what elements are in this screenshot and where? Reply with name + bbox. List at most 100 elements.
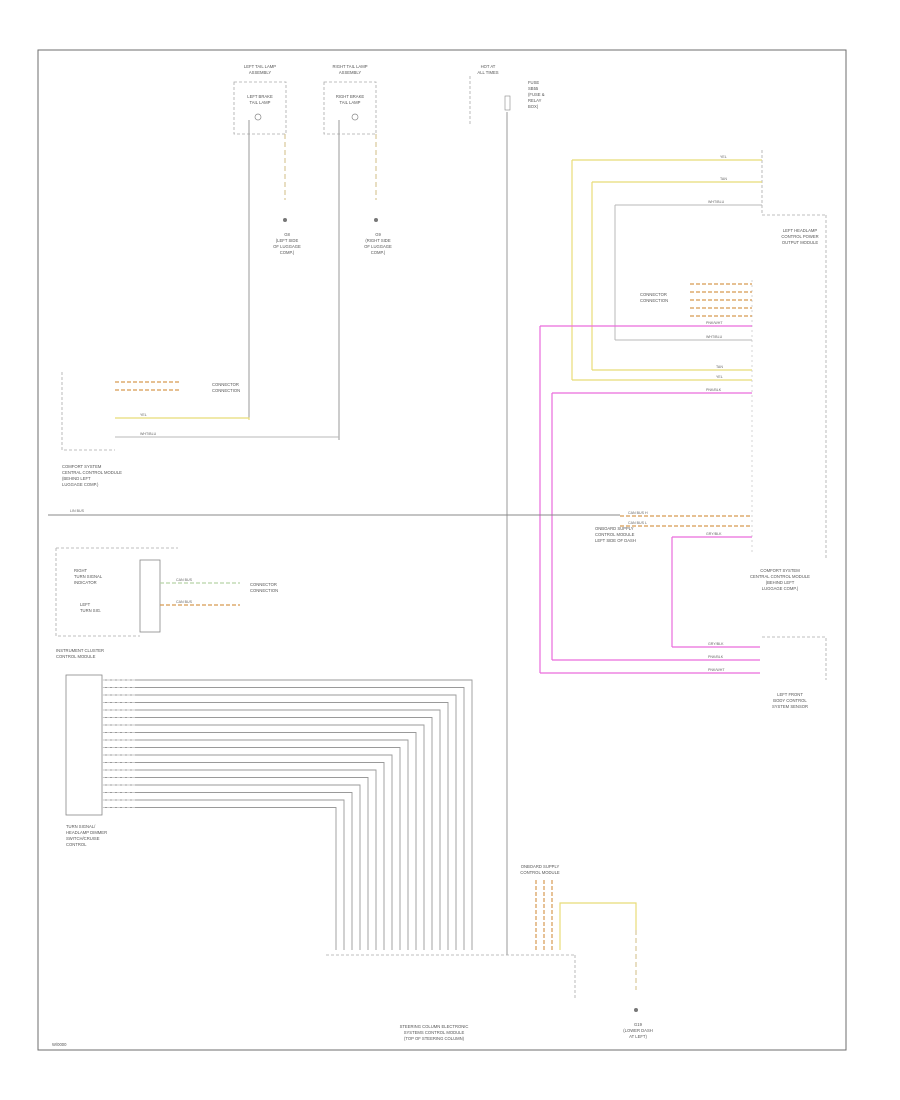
svg-text:G19: G19 [634, 1022, 643, 1027]
svg-text:CONNECTOR: CONNECTOR [250, 582, 277, 587]
harness-wire [102, 702, 449, 950]
svg-text:LUGGAGE COMP.): LUGGAGE COMP.) [762, 586, 799, 591]
svg-text:CAN BUS L: CAN BUS L [628, 521, 647, 525]
svg-text:CAN BUS H: CAN BUS H [628, 511, 648, 515]
svg-text:CENTRAL CONTROL MODULE: CENTRAL CONTROL MODULE [62, 470, 122, 475]
svg-text:COMFORT SYSTEM: COMFORT SYSTEM [62, 464, 102, 469]
svg-text:YEL: YEL [140, 413, 147, 417]
svg-text:RIGHT TAIL LAMP: RIGHT TAIL LAMP [333, 64, 368, 69]
harness-wire [102, 679, 473, 950]
harness-wire [102, 724, 425, 950]
harness-wire [102, 732, 417, 950]
svg-text:TURN SIGNAL: TURN SIGNAL [74, 574, 103, 579]
harness-wire [102, 762, 385, 950]
comfort-module: CONNECTOR CONNECTION PNK/WHT WHT/BLU TAN… [539, 215, 827, 673]
harness-wire [102, 784, 361, 950]
svg-text:ONBOARD SUPPLY: ONBOARD SUPPLY [595, 526, 634, 531]
svg-text:LEFT SIDE OF DASH: LEFT SIDE OF DASH [595, 538, 636, 543]
harness-wire [102, 747, 401, 950]
harness-wire [102, 807, 337, 950]
svg-text:INDICATOR: INDICATOR [74, 580, 97, 585]
svg-text:COMFORT SYSTEM: COMFORT SYSTEM [760, 568, 800, 573]
svg-text:CONTROL: CONTROL [66, 842, 87, 847]
svg-text:PNK/BLK: PNK/BLK [708, 655, 724, 659]
svg-text:CONNECTOR: CONNECTOR [212, 382, 239, 387]
fuse-sb55: HOT AT ALL TIMES FUSE SB55 (FUSE & RELAY… [469, 64, 545, 955]
svg-text:YEL: YEL [716, 375, 723, 379]
steering-module: STEERING COLUMN ELECTRONIC SYSTEMS CONTR… [326, 864, 653, 1041]
svg-text:(BEHIND LEFT: (BEHIND LEFT [766, 580, 795, 585]
svg-text:GRY/BLK: GRY/BLK [708, 642, 724, 646]
svg-text:FUSE: FUSE [528, 80, 539, 85]
fuse-icon [504, 95, 511, 111]
harness-wire [102, 739, 409, 950]
harness-wires [102, 679, 473, 950]
svg-text:TAIL LAMP: TAIL LAMP [340, 100, 361, 105]
page-id: W/0000 [52, 1042, 67, 1047]
svg-text:CONTROL MODULE: CONTROL MODULE [56, 654, 96, 659]
left-front-sensor: GRY/BLK PNK/BLK PNK/WHT LEFT FRONT BODY … [540, 636, 827, 709]
svg-text:YEL: YEL [720, 155, 727, 159]
svg-text:WHT/BLU: WHT/BLU [706, 335, 723, 339]
svg-text:G8: G8 [284, 232, 290, 237]
svg-text:G9: G9 [375, 232, 381, 237]
bulb-icon [351, 113, 359, 121]
svg-text:LEFT FRONT: LEFT FRONT [777, 692, 803, 697]
svg-text:AT LEFT): AT LEFT) [629, 1034, 647, 1039]
svg-text:WHT/BLU: WHT/BLU [140, 432, 157, 436]
svg-text:SWITCH/CRUISE: SWITCH/CRUISE [66, 836, 100, 841]
svg-text:(BEHIND LEFT: (BEHIND LEFT [62, 476, 91, 481]
harness-wire [102, 799, 345, 950]
harness-wire [102, 709, 441, 950]
svg-text:GRY/BLK: GRY/BLK [706, 532, 722, 536]
svg-text:WHT/BLU: WHT/BLU [708, 200, 725, 204]
svg-text:TURN SIGNAL/: TURN SIGNAL/ [66, 824, 96, 829]
svg-text:SYSTEM SENSOR: SYSTEM SENSOR [772, 704, 808, 709]
svg-text:SB55: SB55 [528, 86, 539, 91]
svg-text:RIGHT BRAKE: RIGHT BRAKE [336, 94, 365, 99]
svg-text:BOX): BOX) [528, 104, 539, 109]
bulb-icon [254, 113, 262, 121]
left-tail-lamp-title-1: LEFT TAIL LAMP [244, 64, 276, 69]
svg-text:(LOWER DASH: (LOWER DASH [623, 1028, 653, 1033]
turn-signal-switch: TURN SIGNAL/ HEADLAMP DIMMER SWITCH/CRUI… [65, 674, 473, 950]
svg-text:CONNECTION: CONNECTION [212, 388, 240, 393]
svg-text:LEFT HEADLAMP: LEFT HEADLAMP [783, 228, 818, 233]
harness-wire [102, 777, 369, 950]
svg-text:ASSEMBLY: ASSEMBLY [339, 70, 361, 75]
svg-text:BODY CONTROL: BODY CONTROL [773, 698, 807, 703]
svg-text:CAN BUS: CAN BUS [176, 600, 193, 604]
harness-wire [102, 694, 457, 950]
left-headlamp-module: LEFT HEADLAMP CONTROL POWER OUTPUT MODUL… [571, 150, 826, 380]
svg-text:(RIGHT SIDE: (RIGHT SIDE [365, 238, 390, 243]
svg-text:CAN BUS: CAN BUS [176, 578, 193, 582]
svg-text:RIGHT: RIGHT [74, 568, 87, 573]
left-tail-lamp: LEFT TAIL LAMP ASSEMBLY LEFT BRAKE TAIL … [233, 64, 301, 420]
svg-text:ONBOARD SUPPLY: ONBOARD SUPPLY [521, 864, 560, 869]
svg-text:COMP.): COMP.) [371, 250, 386, 255]
svg-text:OF LUGGAGE: OF LUGGAGE [364, 244, 392, 249]
right-tail-lamp: RIGHT TAIL LAMP ASSEMBLY RIGHT BRAKE TAI… [323, 64, 392, 440]
svg-text:CONNECTION: CONNECTION [250, 588, 278, 593]
svg-text:CONTROL MODULE: CONTROL MODULE [520, 870, 560, 875]
svg-text:LUGGAGE COMP.): LUGGAGE COMP.) [62, 482, 99, 487]
svg-text:OUTPUT MODULE: OUTPUT MODULE [782, 240, 818, 245]
svg-text:(FUSE &: (FUSE & [528, 92, 545, 97]
diagram-frame [37, 49, 847, 1051]
harness-wire [102, 792, 353, 950]
svg-text:CONNECTOR: CONNECTOR [640, 292, 667, 297]
svg-text:CENTRAL CONTROL MODULE: CENTRAL CONTROL MODULE [750, 574, 810, 579]
svg-text:CONTROL POWER: CONTROL POWER [781, 234, 818, 239]
harness-wire [102, 717, 433, 950]
harness-wire [102, 687, 465, 950]
left-tail-lamp-title-2: ASSEMBLY [249, 70, 271, 75]
svg-text:HEADLAMP DIMMER: HEADLAMP DIMMER [66, 830, 107, 835]
svg-text:(LEFT SIDE: (LEFT SIDE [276, 238, 299, 243]
svg-text:LEFT BRAKE: LEFT BRAKE [247, 94, 273, 99]
svg-text:SYSTEMS CONTROL MODULE: SYSTEMS CONTROL MODULE [404, 1030, 465, 1035]
svg-text:TAIL LAMP: TAIL LAMP [250, 100, 271, 105]
svg-text:RELAY: RELAY [528, 98, 542, 103]
svg-text:COMP.): COMP.) [280, 250, 295, 255]
harness-wire [102, 769, 377, 950]
